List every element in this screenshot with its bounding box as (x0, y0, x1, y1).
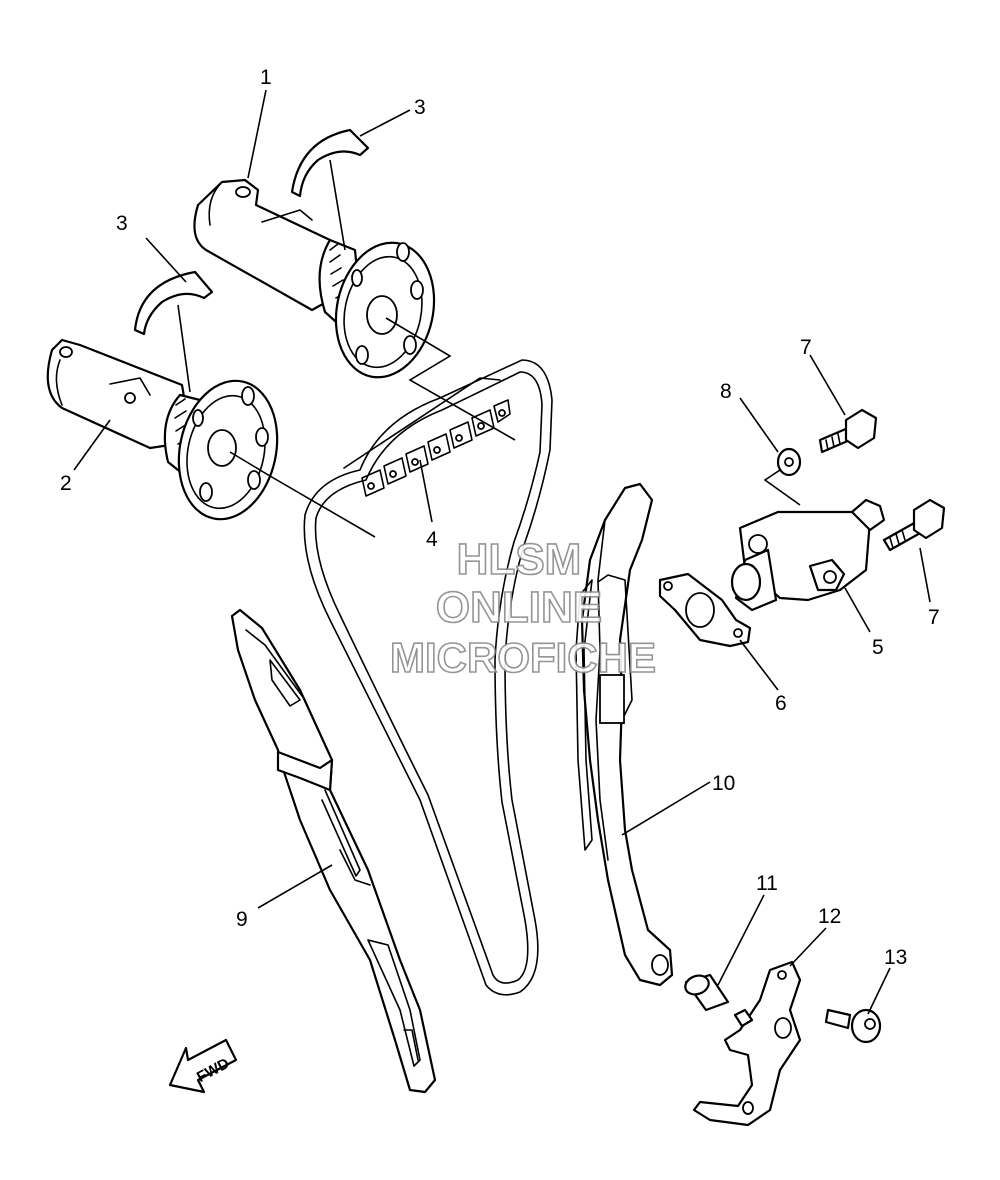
chain-guide-10[interactable] (575, 482, 674, 987)
bolt-7-upper[interactable] (818, 408, 878, 454)
gasket-6[interactable] (658, 572, 752, 648)
callout-7-upper: 7 (800, 336, 812, 359)
callout-7-lower: 7 (928, 606, 940, 629)
camshaft-1[interactable] (193, 178, 446, 386)
callout-6: 6 (775, 692, 787, 715)
chain-guide-9[interactable] (230, 608, 437, 1094)
callout-3-lower: 3 (116, 212, 128, 235)
collar-11[interactable] (683, 972, 730, 1012)
circlip-3-lower[interactable] (133, 270, 214, 336)
watermark-line-1: HLSM (457, 535, 582, 584)
callout-12: 12 (818, 905, 841, 928)
callout-9: 9 (236, 908, 248, 931)
watermark-line-2: ONLINE (436, 583, 602, 632)
circlip-3-upper[interactable] (290, 128, 370, 198)
watermark-line-3: MICROFICHE (390, 634, 656, 681)
camshaft-2[interactable] (46, 338, 290, 528)
forward-arrow: FWD (168, 1038, 238, 1094)
callout-1: 1 (260, 66, 272, 89)
callout-5: 5 (872, 636, 884, 659)
chain-tensioner-5[interactable] (730, 498, 886, 612)
callout-2: 2 (60, 472, 72, 495)
leader-lines (73, 89, 931, 1015)
callout-13: 13 (884, 946, 907, 969)
bracket-12[interactable] (692, 960, 802, 1127)
callout-11: 11 (756, 872, 778, 895)
callout-4: 4 (426, 528, 438, 551)
bolt-13[interactable] (824, 1008, 882, 1044)
watermark: HLSM ONLINE MICROFICHE (389, 534, 657, 682)
callout-10: 10 (712, 772, 735, 795)
bolt-7-lower[interactable] (882, 498, 946, 552)
callout-8: 8 (720, 380, 732, 403)
callout-3-upper: 3 (414, 96, 426, 119)
callout-labels: 1 2 3 3 4 5 6 7 7 8 9 10 11 12 13 (60, 66, 940, 969)
washer-8[interactable] (776, 447, 802, 477)
